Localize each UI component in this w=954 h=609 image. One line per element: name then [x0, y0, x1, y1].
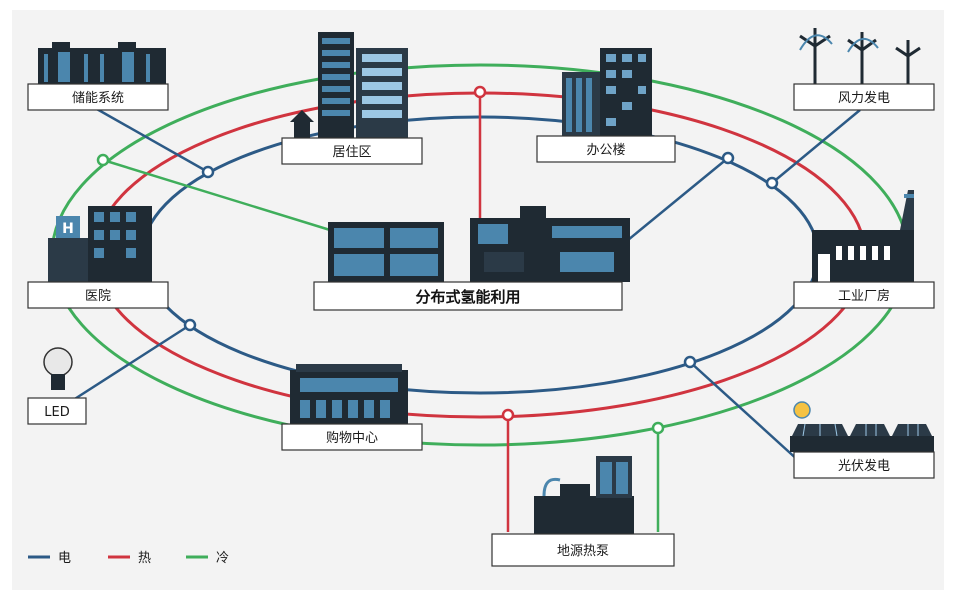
link-led-electric	[69, 323, 191, 404]
factory-icon	[812, 190, 914, 282]
node-residential: 居住区	[281, 32, 423, 165]
node-center-hydrogen: 分布式氢能利用	[313, 206, 630, 311]
link-pv-electric	[689, 361, 801, 463]
node-label: 风力发电	[838, 90, 890, 106]
node-pv: 光伏发电	[790, 401, 935, 479]
node-label: LED	[44, 405, 69, 420]
heat-pump-icon	[534, 456, 634, 534]
node-wind: 风力发电	[793, 28, 935, 111]
node-label: 居住区	[332, 145, 371, 160]
junction-dot	[183, 318, 197, 332]
node-label: 光伏发电	[838, 458, 890, 474]
node-industry: 工业厂房	[793, 190, 935, 309]
solar-panel-icon	[790, 401, 934, 452]
connection-lines	[69, 92, 861, 532]
junctions	[96, 85, 779, 435]
lightbulb-icon	[43, 347, 73, 390]
battery-storage-icon	[38, 42, 166, 84]
junction-dot	[683, 355, 697, 369]
link-wind-electric	[771, 109, 861, 184]
link-storage-electric	[94, 106, 209, 174]
link-center-cold	[102, 158, 331, 232]
junction-dot	[473, 85, 487, 99]
junction-dot	[651, 421, 665, 435]
node-led: LED	[27, 347, 87, 425]
junction-dot	[721, 151, 735, 165]
legend-label: 电	[58, 551, 71, 566]
node-label: 办公楼	[586, 143, 625, 158]
junction-dot	[501, 408, 515, 422]
node-label: 医院	[85, 289, 111, 304]
center-label: 分布式氢能利用	[415, 288, 520, 306]
residential-building-icon	[290, 32, 408, 138]
hydrogen-plant-icon	[328, 206, 630, 282]
legend-item-heat: 热	[108, 551, 151, 566]
legend-label: 热	[138, 551, 151, 566]
node-office: 办公楼	[536, 48, 676, 163]
legend-item-cold: 冷	[186, 551, 229, 566]
node-label: 地源热泵	[557, 544, 609, 559]
node-label: 购物中心	[326, 430, 378, 446]
mall-building-icon	[290, 364, 408, 424]
legend-label: 冷	[216, 551, 229, 566]
node-geo: 地源热泵	[491, 456, 675, 567]
wind-turbine-icon	[799, 28, 921, 84]
node-storage: 储能系统	[27, 42, 169, 111]
hospital-building-icon: H	[48, 206, 152, 282]
legend-item-electric: 电	[28, 551, 71, 566]
junction-dot	[96, 153, 110, 167]
svg-text:H: H	[62, 221, 74, 237]
office-building-icon	[562, 48, 652, 136]
legend: 电 热 冷	[28, 551, 229, 566]
node-label: 储能系统	[72, 91, 124, 106]
node-mall: 购物中心	[281, 364, 423, 451]
node-hospital: H 医院	[27, 206, 169, 309]
node-label: 工业厂房	[838, 288, 890, 304]
junction-dot	[201, 165, 215, 179]
link-center-electric	[627, 157, 729, 241]
junction-dot	[765, 176, 779, 190]
